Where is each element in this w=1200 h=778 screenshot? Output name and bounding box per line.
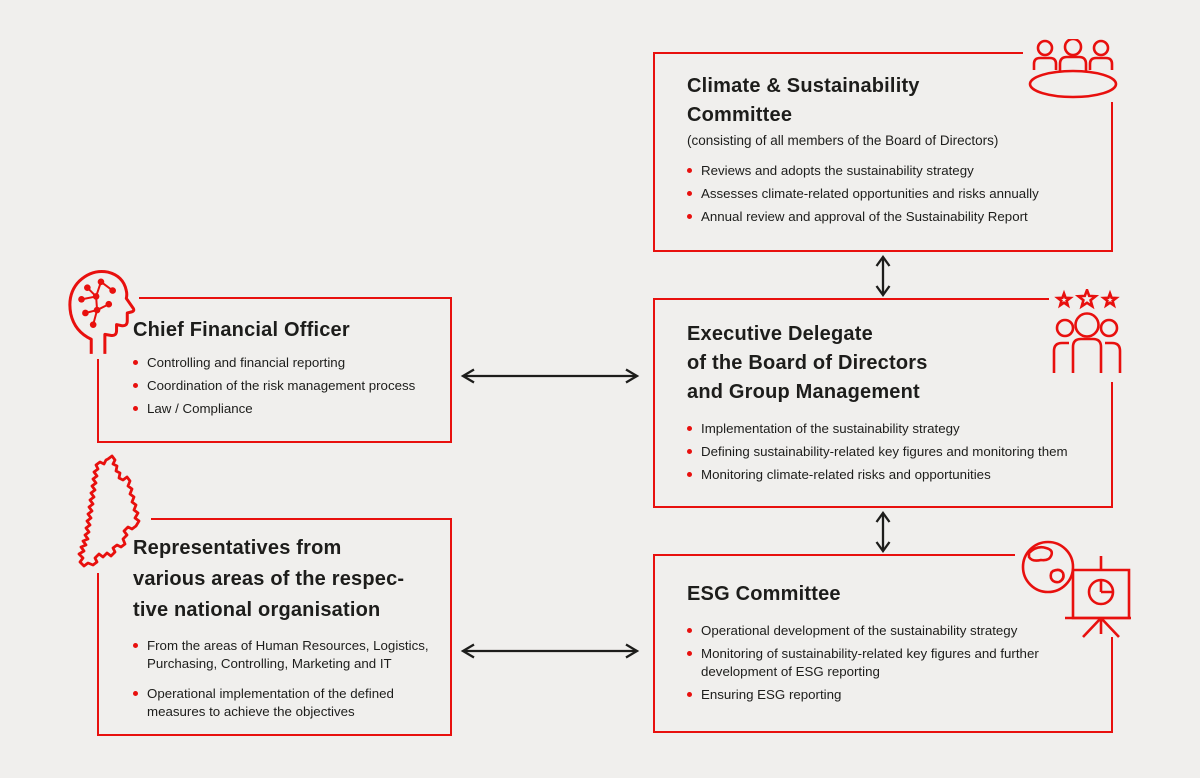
meeting-table-icon: [1027, 39, 1119, 99]
bullet-item: Implementation of the sustainability str…: [687, 420, 1091, 438]
bullet-dot: [687, 472, 692, 477]
double-arrow-horizontal-icon: [460, 643, 640, 659]
icon-corner-plate: [1049, 284, 1125, 382]
title-line: of the Board of Directors: [687, 352, 928, 374]
bullet-list: From the areas of Human Resources, Logis…: [133, 637, 436, 721]
bullet-item: Annual review and approval of the Sustai…: [687, 208, 1087, 226]
double-arrow-vertical-icon: [875, 255, 891, 297]
bullet-text: Coordination of the risk management proc…: [147, 378, 416, 393]
bullet-dot: [133, 383, 138, 388]
bullet-text: Monitoring climate-related risks and opp…: [701, 467, 991, 482]
icon-corner-plate: [1023, 36, 1123, 102]
title-line: ESG Committee: [687, 583, 841, 605]
bullet-text: Assesses climate-related opportunities a…: [701, 186, 1039, 201]
bullet-dot: [687, 651, 692, 656]
bullet-item: Controlling and financial reporting: [133, 354, 436, 372]
bullet-dot: [133, 643, 138, 648]
title-line: tive national organisation: [133, 599, 381, 621]
title-line: Representatives from: [133, 537, 342, 559]
germany-map-icon: [64, 453, 148, 569]
box-content: ESG Committee Operational development of…: [655, 556, 1111, 731]
esg-committee-box: ESG Committee Operational development of…: [653, 540, 1135, 733]
team-with-stars-icon: [1052, 289, 1122, 377]
bullet-dot: [687, 628, 692, 633]
bullet-item: From the areas of Human Resources, Logis…: [133, 637, 436, 673]
chief-financial-officer-box: Chief Financial Officer Controlling and …: [61, 265, 452, 443]
bullet-dot: [687, 168, 692, 173]
bullet-dot: [687, 214, 692, 219]
executive-delegate-box: Executive Delegate of the Board of Direc…: [653, 284, 1125, 508]
bullet-text: From the areas of Human Resources, Logis…: [147, 638, 429, 671]
bullet-text: Operational development of the sustainab…: [701, 623, 1018, 638]
bullet-text: Operational implementation of the define…: [147, 686, 394, 719]
title-line: various areas of the respec-: [133, 568, 405, 590]
box-title: Representatives from various areas of th…: [133, 533, 436, 626]
bullet-list: Reviews and adopts the sustainability st…: [687, 162, 1087, 226]
bullet-dot: [687, 692, 692, 697]
bullet-text: Annual review and approval of the Sustai…: [701, 209, 1028, 224]
bullet-item: Monitoring climate-related risks and opp…: [687, 466, 1091, 484]
bullet-item: Defining sustainability-related key figu…: [687, 443, 1091, 461]
icon-corner-plate: [61, 265, 139, 359]
title-line: Climate & Sustainability: [687, 75, 920, 97]
bullet-text: Reviews and adopts the sustainability st…: [701, 163, 974, 178]
double-arrow-vertical-icon: [875, 511, 891, 553]
globe-presentation-icon: [1019, 540, 1131, 638]
head-network-icon: [63, 268, 137, 356]
bullet-dot: [133, 360, 138, 365]
title-line: Executive Delegate: [687, 323, 873, 345]
icon-corner-plate: [1015, 540, 1135, 637]
bullet-text: Defining sustainability-related key figu…: [701, 444, 1068, 459]
bullet-text: Ensuring ESG reporting: [701, 687, 842, 702]
bullet-text: Law / Compliance: [147, 401, 253, 416]
box-content: Representatives from various areas of th…: [99, 520, 450, 734]
bullet-list: Implementation of the sustainability str…: [687, 420, 1091, 484]
title-line: and Group Management: [687, 381, 920, 403]
bullet-item: Monitoring of sustainability-related key…: [687, 645, 1091, 681]
bullet-text: Controlling and financial reporting: [147, 355, 346, 370]
box-content: Executive Delegate of the Board of Direc…: [655, 300, 1111, 506]
title-line: Committee: [687, 104, 793, 126]
climate-sustainability-committee-box: Climate & Sustainability Committee (cons…: [653, 36, 1123, 252]
bullet-item: Operational implementation of the define…: [133, 685, 436, 721]
bullet-item: Ensuring ESG reporting: [687, 686, 1091, 704]
double-arrow-horizontal-icon: [460, 368, 640, 384]
title-line: Chief Financial Officer: [133, 319, 350, 341]
box-content: Chief Financial Officer Controlling and …: [99, 299, 450, 441]
bullet-dot: [687, 426, 692, 431]
bullet-text: Monitoring of sustainability-related key…: [701, 646, 1039, 679]
box-content: Climate & Sustainability Committee (cons…: [655, 54, 1111, 250]
icon-corner-plate: [61, 448, 151, 573]
bullet-dot: [133, 691, 138, 696]
box-subtitle: (consisting of all members of the Board …: [687, 133, 999, 148]
bullet-list: Controlling and financial reporting Coor…: [133, 354, 436, 418]
bullet-dot: [687, 449, 692, 454]
bullet-item: Reviews and adopts the sustainability st…: [687, 162, 1087, 180]
bullet-item: Operational development of the sustainab…: [687, 622, 1091, 640]
box-title: Climate & Sustainability Committee: [687, 72, 1087, 130]
box-title: Executive Delegate of the Board of Direc…: [687, 320, 1091, 407]
bullet-item: Coordination of the risk management proc…: [133, 377, 436, 395]
bullet-item: Law / Compliance: [133, 400, 436, 418]
bullet-text: Implementation of the sustainability str…: [701, 421, 960, 436]
representatives-national-organisation-box: Representatives from various areas of th…: [61, 448, 452, 736]
bullet-list: Operational development of the sustainab…: [687, 622, 1091, 704]
box-title: Chief Financial Officer: [133, 316, 436, 345]
bullet-dot: [687, 191, 692, 196]
bullet-dot: [133, 406, 138, 411]
bullet-item: Assesses climate-related opportunities a…: [687, 185, 1087, 203]
box-title: ESG Committee: [687, 580, 1091, 609]
